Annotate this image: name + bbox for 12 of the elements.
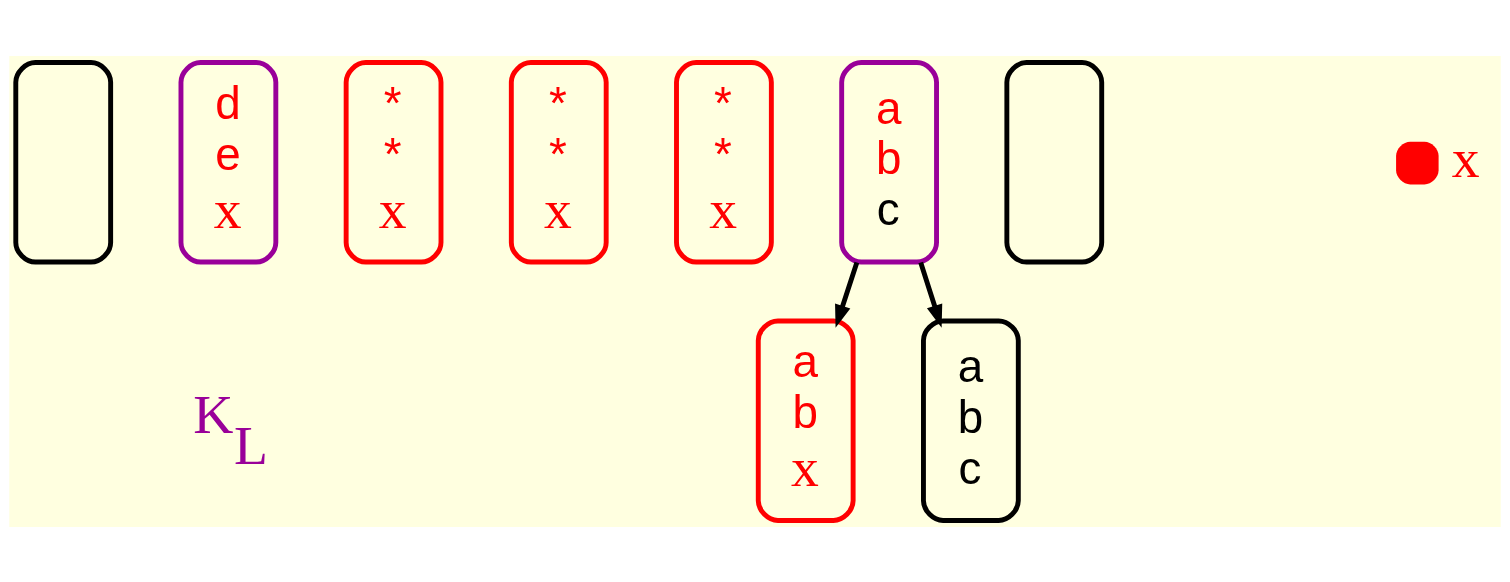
node-box: * * x [343, 59, 444, 264]
node-box [13, 59, 114, 264]
node-box: * * x [508, 59, 609, 264]
node-box [1004, 59, 1105, 264]
node-box: a b c [839, 59, 939, 264]
legend-label: x [1451, 126, 1480, 189]
node-box: d e x [178, 59, 279, 264]
node-box: a b x [755, 318, 856, 523]
node-box: a b c [921, 318, 1021, 523]
arrow [835, 261, 860, 328]
arrow [918, 261, 943, 328]
node-box: * * x [674, 59, 774, 264]
